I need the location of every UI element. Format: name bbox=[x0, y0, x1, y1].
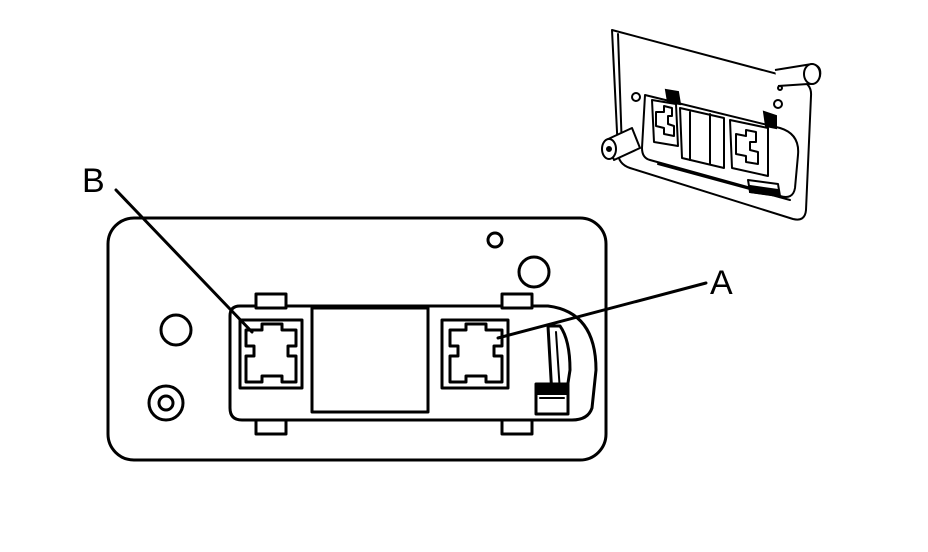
retaining-tab bbox=[254, 418, 288, 436]
retaining-tab bbox=[500, 292, 534, 310]
contact-a bbox=[448, 322, 504, 384]
leader-line-b bbox=[114, 188, 254, 334]
mounting-hole bbox=[159, 313, 193, 347]
inset-perspective-view bbox=[601, 29, 822, 221]
callout-a: A bbox=[710, 264, 733, 302]
vent-hole bbox=[486, 231, 504, 249]
retaining-tab bbox=[500, 418, 534, 436]
callout-b: B bbox=[82, 162, 105, 200]
retaining-tab bbox=[254, 292, 288, 310]
leader-line-a bbox=[496, 281, 708, 340]
center-block bbox=[310, 306, 430, 414]
contact-b bbox=[244, 322, 298, 384]
mounting-hole bbox=[517, 255, 551, 289]
housing-front-view bbox=[106, 216, 608, 462]
